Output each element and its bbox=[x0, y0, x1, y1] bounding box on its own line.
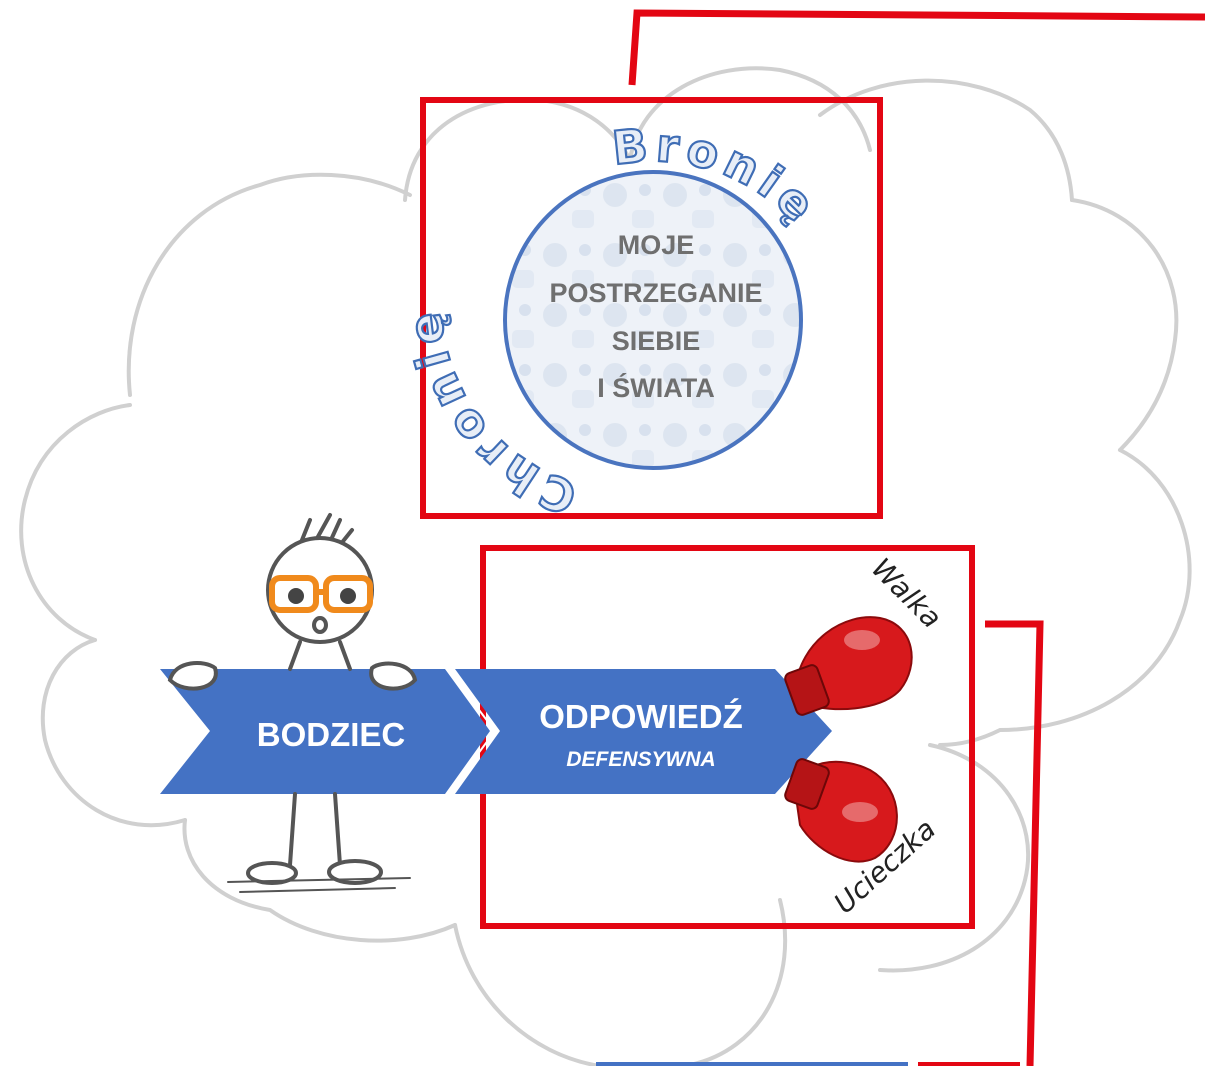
connector-top bbox=[628, 9, 1205, 86]
legs bbox=[288, 792, 342, 867]
connector-right bbox=[985, 620, 1044, 1066]
right-foot bbox=[327, 859, 383, 885]
response-sub-label: DEFENSYWNA bbox=[566, 748, 715, 771]
mouth bbox=[312, 616, 328, 634]
red-connector-lines bbox=[628, 9, 1205, 1066]
boxing-glove-top-icon bbox=[784, 616, 913, 716]
center-line-4: I ŚWIATA bbox=[597, 372, 714, 403]
hair bbox=[298, 513, 354, 547]
stick-figure bbox=[167, 513, 418, 893]
thought-cloud bbox=[19, 66, 1192, 1066]
response-chevron bbox=[455, 669, 832, 794]
neck-body bbox=[288, 640, 352, 671]
right-hand bbox=[369, 661, 418, 691]
left-foot bbox=[246, 861, 298, 885]
stimulus-chevron bbox=[160, 669, 490, 794]
stimulus-label: BODZIEC bbox=[257, 716, 406, 753]
ground-lines bbox=[227, 877, 411, 893]
bottom-blue-bar bbox=[596, 1062, 908, 1066]
perception-frame bbox=[420, 97, 883, 519]
boxing-glove-bottom-icon bbox=[784, 758, 898, 863]
center-line-2: POSTRZEGANIE bbox=[549, 278, 762, 308]
left-hand bbox=[167, 661, 218, 691]
perception-circle: MOJE POSTRZEGANIE SIEBIE I ŚWIATA Bronię… bbox=[396, 116, 825, 526]
circle-fill bbox=[503, 170, 803, 470]
center-line-3: SIEBIE bbox=[612, 326, 701, 356]
process-arrow: BODZIEC ODPOWIEDŹ DEFENSYWNA bbox=[160, 668, 832, 795]
response-label: ODPOWIEDŹ bbox=[539, 698, 743, 735]
center-line-1: MOJE bbox=[618, 230, 695, 260]
bottom-red-bar bbox=[918, 1062, 1020, 1066]
chevron-divider bbox=[447, 668, 497, 795]
